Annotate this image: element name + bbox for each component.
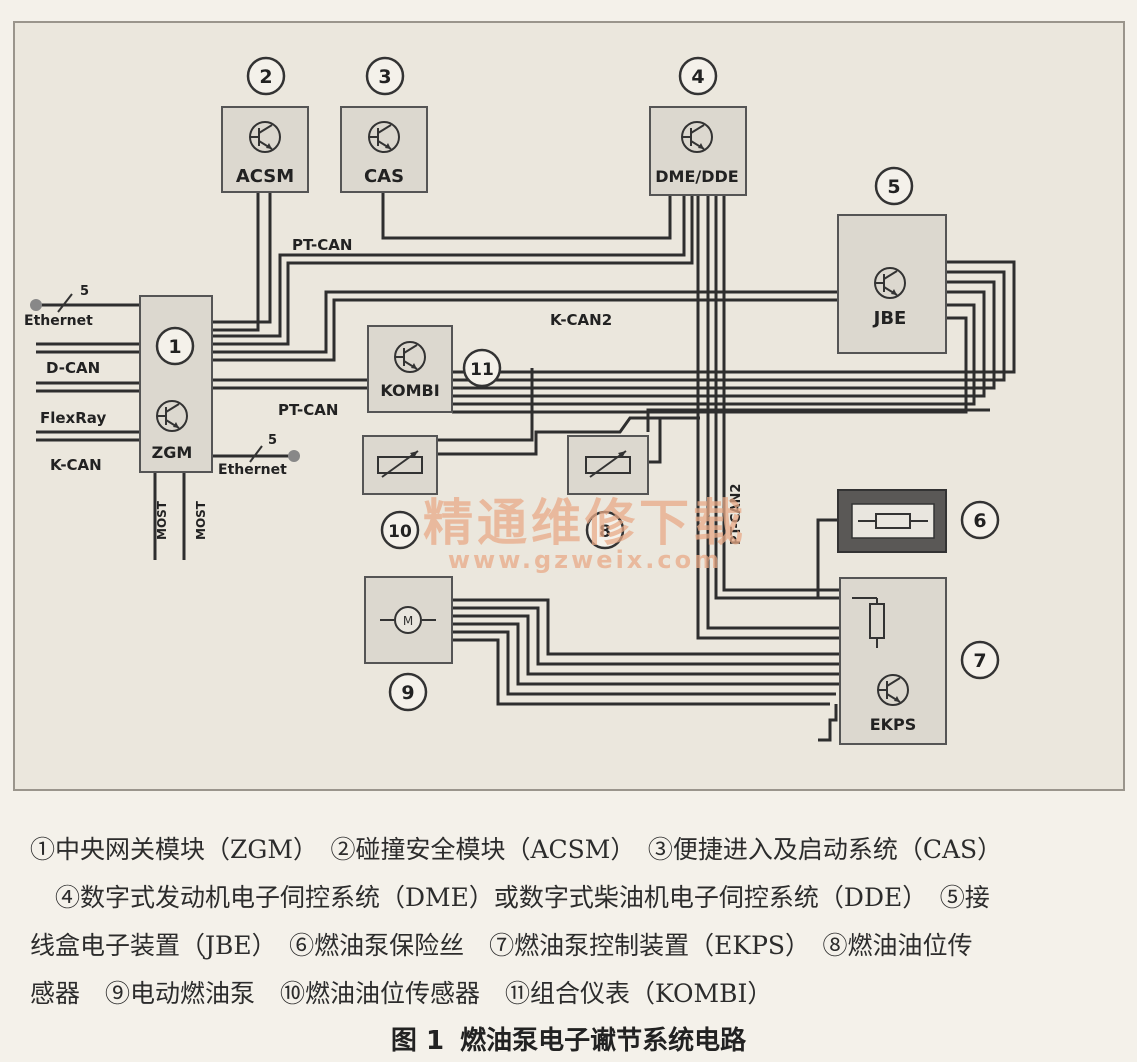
caption-line-1: ①中央网关模块（ZGM） ②碰撞安全模块（ACSM） ③便捷进入及启动系统（CA… [30, 835, 1003, 864]
zgm-module: 1 ZGM [139, 295, 213, 473]
dme-dde-module: DME/DDE 4 [649, 56, 747, 196]
most-label-2: MOST [194, 500, 208, 540]
watermark-main: 精通维修下载 [423, 494, 747, 552]
zgm-label: ZGM [152, 443, 193, 462]
ethernet-right-terminal [288, 450, 300, 462]
acsm-number: 2 [259, 66, 272, 88]
ethernet-left-label: Ethernet [24, 313, 93, 329]
cas-number: 3 [378, 66, 391, 88]
ekps-label: EKPS [870, 715, 917, 734]
acsm-label: ACSM [236, 166, 294, 187]
electric-fuel-pump: M 9 [364, 576, 453, 712]
most-label-1: MOST [155, 500, 169, 540]
k-can2-label: K-CAN2 [550, 311, 612, 329]
pt-can-mid-label: PT-CAN [278, 401, 338, 419]
d-can-label: D-CAN [46, 359, 100, 377]
ethernet-left-count: 5 [80, 284, 89, 299]
caption-line-2: ④数字式发动机电子伺控系统（DME）或数字式柴油机电子伺控系统（DDE） ⑤接 [30, 883, 990, 912]
flexray-label: FlexRay [40, 409, 106, 427]
fuel-pump-circuit-diagram: ACSM 2 CAS 3 DME/DDE 4 JBE 5 1 ZGM KOMBI [13, 21, 1125, 791]
figure-label: 图 1 [390, 1026, 445, 1056]
ethernet-right-count: 5 [268, 433, 277, 448]
caption: ①中央网关模块（ZGM） ②碰撞安全模块（ACSM） ③便捷进入及启动系统（CA… [30, 834, 1110, 866]
fuel-level-sensor-8: 8 [567, 435, 649, 550]
figure-title-text: 燃油泵电子谳节系统电路 [460, 1026, 747, 1056]
pump-number: 9 [401, 682, 414, 704]
caption-line-3: 线盒电子装置（JBE） ⑥燃油泵保险丝 ⑦燃油泵控制装置（EKPS） ⑧燃油油位… [30, 931, 973, 960]
pt-can2-label: PT-CAN2 [729, 484, 744, 545]
watermark-url: www.gzweix.com [448, 546, 722, 574]
fuse-number: 6 [973, 510, 986, 532]
caption-line-4: 感器 ⑨电动燃油泵 ⑩燃油油位传感器 ⑪组合仪表（KOMBI） [30, 979, 773, 1008]
fuel-pump-fuse: 6 [837, 489, 1000, 553]
dme-number: 4 [691, 66, 704, 88]
ekps-number: 7 [973, 650, 986, 672]
fuel-level-sensor-10: 10 [362, 435, 438, 550]
watermark: 精通维修下载 www.gzweix.com [423, 494, 747, 574]
pt-can-top-label: PT-CAN [292, 236, 352, 254]
acsm-module: ACSM 2 [221, 56, 309, 193]
ethernet-left-terminal [30, 299, 42, 311]
sensor8-number: 8 [599, 522, 611, 542]
kombi-label: KOMBI [380, 381, 439, 400]
kombi-number: 11 [470, 360, 494, 380]
zgm-bus-lines [36, 303, 290, 560]
svg-text:M: M [403, 614, 413, 628]
kombi-module: KOMBI 11 [367, 325, 502, 413]
jbe-number: 5 [887, 176, 900, 198]
cas-label: CAS [364, 166, 404, 187]
cas-module: CAS 3 [340, 56, 428, 193]
dme-label: DME/DDE [655, 167, 738, 186]
zgm-number: 1 [168, 336, 181, 358]
motor-icon [394, 606, 422, 634]
ekps-module: EKPS 7 [839, 577, 1000, 745]
jbe-label: JBE [872, 308, 907, 329]
jbe-module: JBE 5 [837, 166, 947, 354]
figure-title: 图 1 燃油泵电子谳节系统电路 [0, 1020, 1137, 1057]
wires [212, 192, 1016, 742]
k-can-label: K-CAN [50, 456, 102, 474]
ethernet-right-label: Ethernet [218, 462, 287, 478]
sensor10-number: 10 [388, 522, 412, 542]
